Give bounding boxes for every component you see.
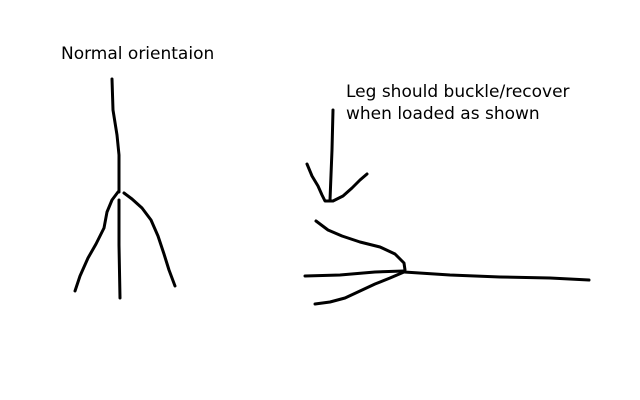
leg-upper-prong [314, 219, 407, 272]
load-arrowhead [305, 162, 369, 203]
load-arrow-shaft [328, 108, 335, 202]
note-line-2: when loaded as shown [346, 104, 540, 124]
leg-upper-shaft [110, 77, 121, 194]
normal-orientation-figure: Normal orientaion [61, 44, 214, 300]
leg-horizontal-shaft [402, 270, 591, 282]
leg-center-prong [117, 198, 122, 300]
leg-right-prong [122, 191, 177, 288]
leg-lower-prong [313, 270, 406, 306]
leg-left-prong [73, 190, 120, 293]
normal-orientation-label: Normal orientaion [61, 44, 214, 64]
leg-middle-prong [303, 269, 406, 278]
note-line-1: Leg should buckle/recover [346, 82, 570, 102]
loaded-orientation-figure: Leg should buckle/recover when loaded as… [303, 82, 591, 306]
